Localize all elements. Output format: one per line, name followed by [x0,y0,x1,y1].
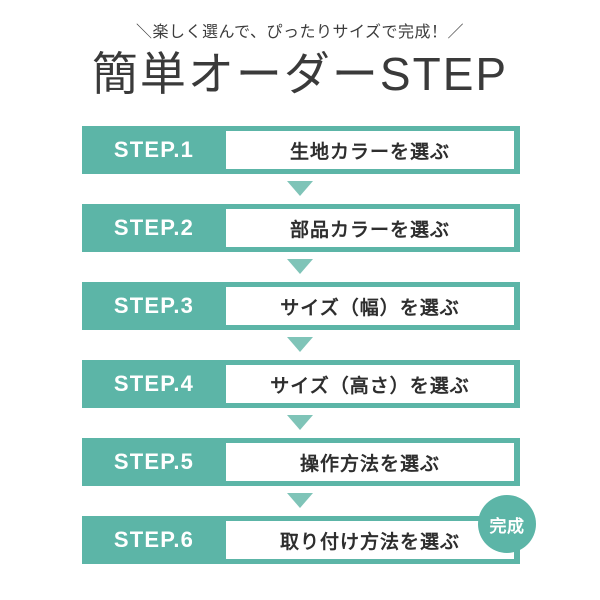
down-arrow-icon [287,181,313,196]
step-row[interactable]: STEP.4 サイズ（高さ）を選ぶ [82,360,520,408]
step-number-label: STEP.6 [113,527,195,552]
down-arrow-icon [287,337,313,352]
step-row[interactable]: STEP.3 サイズ（幅）を選ぶ [82,282,520,330]
step-row[interactable]: STEP.2 部品カラーを選ぶ [82,204,520,252]
step-row[interactable]: STEP.6 取り付け方法を選ぶ [82,516,520,564]
step-row[interactable]: STEP.5 操作方法を選ぶ [82,438,520,486]
step-description: 取り付け方法を選ぶ [226,521,514,559]
down-arrow-icon [287,415,313,430]
step-description: サイズ（幅）を選ぶ [226,287,514,325]
step-number-label: STEP.4 [113,371,195,396]
down-arrow-icon [287,493,313,508]
header: ＼楽しく選んで、ぴったりサイズで完成！／ 簡単オーダーSTEP [0,18,600,98]
down-arrow-icon [287,259,313,274]
step-number-label: STEP.5 [113,449,195,474]
step-number-label: STEP.2 [113,215,195,240]
step-description: 操作方法を選ぶ [226,443,514,481]
tagline: ＼楽しく選んで、ぴったりサイズで完成！／ [135,24,465,41]
completion-badge: 完成 [478,495,536,553]
step-description: 部品カラーを選ぶ [226,209,514,247]
step-description: 生地カラーを選ぶ [226,131,514,169]
step-number-label: STEP.1 [113,137,195,162]
step-description: サイズ（高さ）を選ぶ [226,365,514,403]
step-list: STEP.1 生地カラーを選ぶ STEP.2 部品カラーを選ぶ STEP.3 サ… [82,126,520,564]
step-number-label: STEP.3 [113,293,195,318]
step-row[interactable]: STEP.1 生地カラーを選ぶ [82,126,520,174]
page-title: 簡単オーダーSTEP [91,48,509,100]
